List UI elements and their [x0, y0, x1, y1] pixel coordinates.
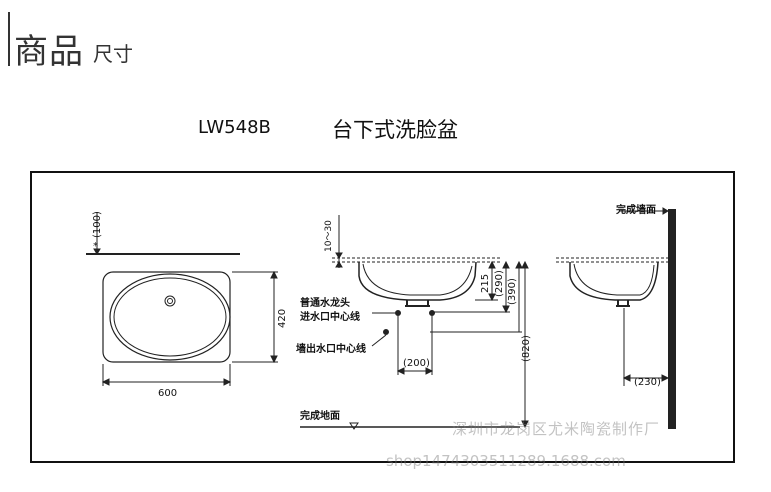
label-drain-centerline: 墙出水口中心线 — [296, 342, 366, 355]
model-number: LW548B — [198, 117, 271, 138]
dim-390: (390) — [507, 278, 518, 305]
product-title: 台下式洗脸盆 — [332, 118, 458, 142]
dim-820: (820) — [521, 335, 532, 362]
dim-depth-420: 420 — [277, 309, 288, 328]
dim-290: (290) — [494, 270, 505, 297]
header-divider — [8, 12, 10, 66]
watermark-url: shop1474303511289.1688.com — [386, 452, 626, 470]
label-finished-wall: 完成墙面 — [616, 203, 656, 216]
dim-top-100: (100) — [92, 211, 103, 238]
dim-230: (230) — [634, 377, 661, 388]
label-faucet: 普通水龙头 — [300, 296, 350, 309]
watermark-company: 深圳市龙岗区尤米陶瓷制作厂 — [452, 420, 661, 438]
dim-width-600: 600 — [158, 388, 177, 399]
dim-rim-10-30: 10～30 — [324, 220, 334, 252]
label-finished-floor: 完成地面 — [300, 409, 340, 422]
drawing-frame — [30, 171, 735, 463]
header-title: 商品 — [14, 32, 84, 72]
dim-215: 215 — [480, 274, 491, 293]
label-supply-centerline: 进水口中心线 — [300, 310, 360, 323]
dim-200: (200) — [403, 358, 430, 369]
header-subtitle: 尺寸 — [93, 42, 133, 66]
dim-asterisk: * — [93, 241, 98, 252]
